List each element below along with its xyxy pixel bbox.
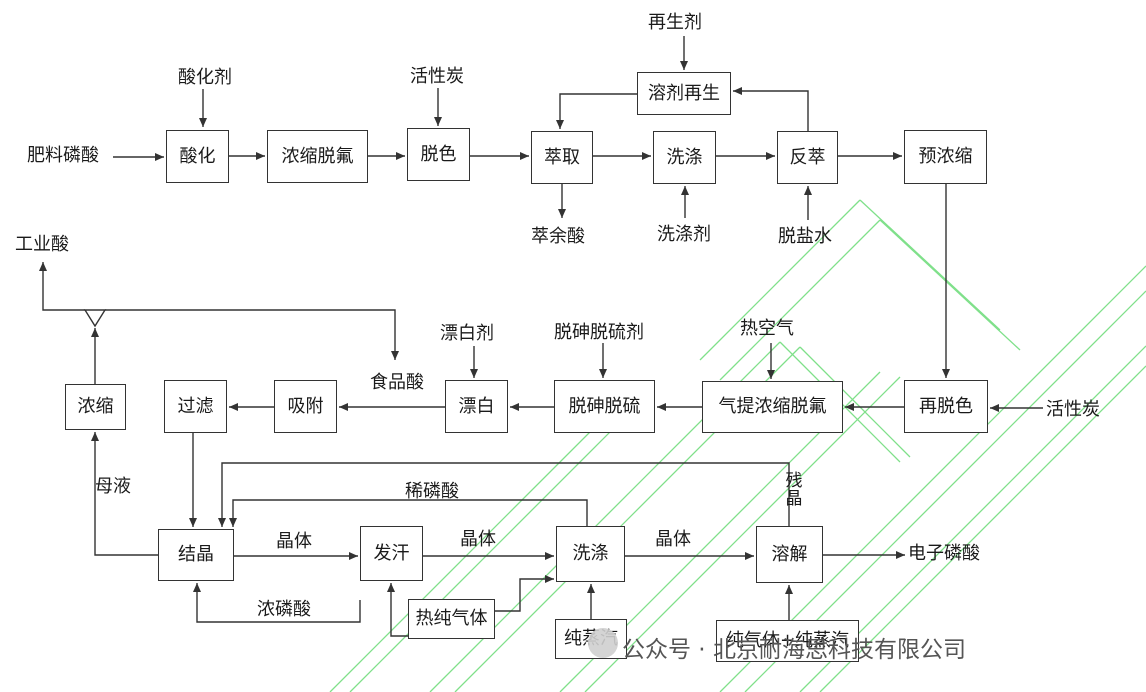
watermark-company-name: 北京耐海思科技有限公司 [712, 637, 966, 663]
label-residual-crystal: 残晶 [785, 471, 803, 509]
label-industrial-acid: 工业酸 [15, 234, 69, 255]
label-crystal-2: 晶体 [460, 529, 496, 550]
watermark-stripe [859, 199, 1001, 331]
node-decolor: 脱色 [407, 128, 470, 181]
label-food-acid: 食品酸 [370, 372, 424, 393]
node-adsorb: 吸附 [274, 380, 337, 433]
node-acidify: 酸化 [166, 130, 229, 183]
node-de-as-s: 脱砷脱硫 [554, 380, 655, 433]
node-solvent-regen: 溶剂再生 [637, 72, 731, 115]
label-activated-carbon-2: 活性炭 [1046, 399, 1100, 420]
arrow-wash2-dilute-to-crystallize [229, 499, 588, 527]
flow-arrows [39, 36, 1043, 637]
watermark-stripe [819, 365, 1146, 692]
label-crystal-1: 晶体 [276, 531, 312, 552]
node-concentrate-2: 浓缩 [65, 384, 126, 430]
watermark-stripe [719, 219, 881, 381]
arrow-crystallize-mother-liquor [91, 432, 158, 556]
node-redecolor: 再脱色 [904, 380, 988, 433]
label-electronic-acid: 电子磷酸 [908, 543, 980, 564]
node-dissolve: 溶解 [756, 526, 823, 583]
node-pure-gas-steam: 纯气体+纯蒸汽 [716, 620, 859, 662]
node-back-extract: 反萃 [777, 131, 838, 184]
node-bleach: 漂白 [445, 380, 508, 433]
arrow-splitter-to-industrial [39, 262, 85, 311]
node-wash-2: 洗涤 [556, 526, 625, 582]
watermark-stripe [349, 401, 641, 692]
arrow-backextract-to-regen [733, 87, 809, 131]
node-filter: 过滤 [164, 380, 227, 433]
node-sweat: 发汗 [360, 526, 423, 581]
node-concentrate-defluor: 浓缩脱氟 [267, 130, 368, 183]
node-wash-1: 洗涤 [653, 131, 716, 184]
label-activated-carbon-1: 活性炭 [410, 66, 464, 87]
watermark-stripe [879, 219, 1021, 351]
arrow-hot-gas-to-wash2 [495, 575, 554, 612]
node-hot-gas: 热纯气体 [408, 599, 495, 639]
watermark-prefix: 公众号 · [622, 637, 713, 663]
arrow-hot-gas-to-sweat [387, 583, 408, 637]
watermark-stripe [699, 199, 861, 361]
label-raffinate: 萃余酸 [531, 226, 585, 247]
label-mother-liquor: 母液 [95, 476, 131, 497]
label-bleach-agent: 漂白剂 [440, 323, 494, 344]
node-extract: 萃取 [531, 131, 593, 184]
label-desalted-water: 脱盐水 [778, 226, 832, 247]
label-acidifier: 酸化剂 [178, 67, 232, 88]
watermark-company: 公众号 · 北京耐海思科技有限公司 [622, 630, 966, 664]
node-crystallize: 结晶 [158, 529, 234, 581]
label-hot-air: 热空气 [740, 318, 794, 339]
wechat-logo-icon [588, 628, 618, 658]
label-wash-agent: 洗涤剂 [657, 224, 711, 245]
watermark-stripe [584, 376, 901, 692]
label-dilute-acid: 稀磷酸 [405, 481, 459, 502]
watermark-stripe [799, 346, 911, 458]
label-regen-agent: 再生剂 [648, 12, 702, 33]
label-conc-acid: 浓磷酸 [257, 599, 311, 620]
node-strip-concentrate: 气提浓缩脱氟 [702, 381, 843, 433]
label-de-as-s-agent: 脱砷脱硫剂 [554, 322, 644, 343]
arrow-sweat-to-crystallize [193, 583, 361, 623]
node-pre-concentrate: 预浓缩 [904, 130, 987, 184]
arrow-splitter-to-food [105, 309, 399, 360]
splitter-triangle [83, 309, 107, 328]
label-crystal-3: 晶体 [655, 529, 691, 550]
arrow-dissolve-residual-to-crystallize [218, 462, 790, 527]
watermark-stripe [329, 401, 621, 692]
arrow-regen-to-extract [556, 93, 637, 129]
label-fertilizer-acid: 肥料磷酸 [27, 145, 99, 166]
